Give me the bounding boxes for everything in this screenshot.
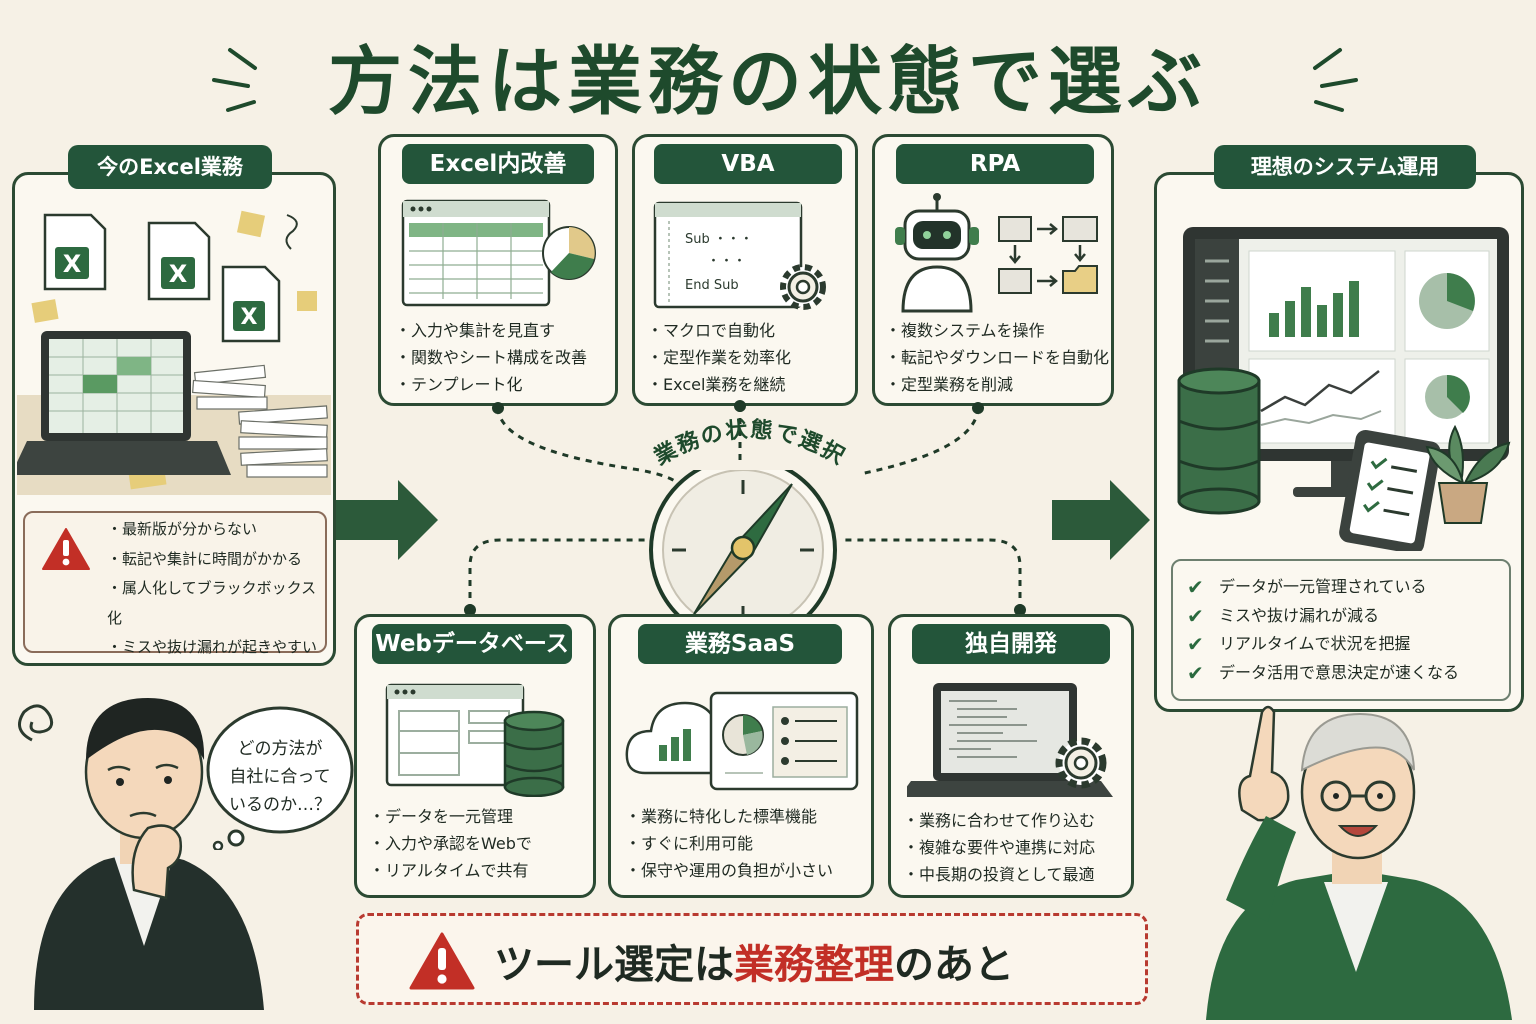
svg-text:X: X bbox=[169, 260, 188, 288]
svg-text:End Sub: End Sub bbox=[685, 278, 739, 293]
plant-icon bbox=[1425, 424, 1511, 524]
web-database-icon bbox=[385, 683, 565, 797]
conclusion-highlight: 業務整理 bbox=[734, 942, 894, 988]
compass-icon bbox=[649, 470, 837, 630]
messy-desk-illustration: X X X bbox=[17, 210, 331, 495]
gear-icon bbox=[1055, 737, 1107, 789]
svg-text:自社に合って: 自社に合って bbox=[229, 767, 330, 787]
svg-text:いるのか…？: いるのか…？ bbox=[229, 795, 331, 815]
option-label: VBA bbox=[654, 144, 842, 184]
benefit-item: データが一元管理されている bbox=[1187, 573, 1507, 602]
problem-item: ミスや抜け漏れが起きやすい bbox=[107, 633, 327, 663]
option-label: Webデータベース bbox=[372, 624, 572, 664]
option-bullets: 業務に合わせて作り込む 複雑な要件や連携に対応 中長期の投資として最適 bbox=[903, 807, 1133, 888]
problem-list: 最新版が分からない 転記や集計に時間がかかる 属人化してブラックボックス化 ミス… bbox=[107, 515, 327, 663]
svg-text:X: X bbox=[63, 250, 82, 278]
option-bullets: 複数システムを操作 転記やダウンロードを自動化 定型業務を削減 bbox=[885, 317, 1115, 398]
arrow-right-icon bbox=[336, 480, 438, 560]
current-label: 今のExcel業務 bbox=[68, 145, 272, 189]
option-bullets: データを一元管理 入力や承認をWebで リアルタイムで共有 bbox=[369, 803, 593, 884]
excel-file-icon: X bbox=[221, 265, 281, 343]
spreadsheet-icon bbox=[401, 199, 596, 307]
tablet-checklist-icon bbox=[1339, 429, 1441, 551]
problem-item: 最新版が分からない bbox=[107, 515, 327, 545]
saas-cloud-illustration bbox=[625, 691, 859, 791]
svg-text:業務の状態で選択: 業務の状態で選択 bbox=[650, 417, 850, 470]
advisor-person-illustration bbox=[1206, 705, 1512, 1020]
svg-text:どの方法が: どの方法が bbox=[238, 739, 323, 759]
robot-icon bbox=[895, 193, 979, 313]
thought-bubble: どの方法が 自社に合って いるのか…？ bbox=[206, 706, 354, 850]
option-label: 独自開発 bbox=[912, 624, 1110, 664]
database-icon bbox=[1177, 367, 1261, 515]
robot-flow-illustration bbox=[895, 193, 1098, 313]
spark-left-icon bbox=[212, 48, 257, 112]
worried-person-illustration bbox=[18, 698, 264, 1010]
connector-lines bbox=[464, 400, 1026, 616]
option-vba-card: Sub ・・・ ・・・ End Sub マクロで自動化 定型作業を効率化 Exc… bbox=[632, 134, 858, 406]
option-bullets: 業務に特化した標準機能 すぐに利用可能 保守や運用の負担が小さい bbox=[625, 803, 871, 884]
spark-right-icon bbox=[1313, 48, 1358, 112]
option-bullets: 入力や集計を見直す 関数やシート構成を改善 テンプレート化 bbox=[395, 317, 615, 398]
warning-icon bbox=[42, 528, 90, 570]
option-label: RPA bbox=[896, 144, 1094, 184]
excel-file-icon: X bbox=[43, 213, 107, 291]
current-excel-card: X X X bbox=[12, 172, 336, 666]
ideal-label: 理想のシステム運用 bbox=[1214, 145, 1476, 189]
conclusion-banner: ツール選定は業務整理のあと bbox=[356, 913, 1148, 1005]
benefit-item: ミスや抜け漏れが減る bbox=[1187, 602, 1507, 631]
confusion-swirl-icon bbox=[18, 704, 54, 742]
dashboard-illustration bbox=[1177, 227, 1511, 551]
option-bullets: マクロで自動化 定型作業を効率化 Excel業務を継続 bbox=[647, 317, 857, 398]
svg-text:・・・: ・・・ bbox=[707, 254, 746, 269]
hand-on-chin bbox=[131, 824, 182, 900]
problem-item: 転記や集計に時間がかかる bbox=[107, 545, 327, 575]
benefit-item: データ活用で意思決定が速くなる bbox=[1187, 659, 1507, 688]
raised-finger bbox=[1238, 705, 1290, 822]
problem-box: 最新版が分からない 転記や集計に時間がかかる 属人化してブラックボックス化 ミス… bbox=[23, 511, 327, 656]
arrow-right-icon bbox=[1052, 480, 1150, 560]
option-label: 業務SaaS bbox=[638, 624, 842, 664]
ideal-system-card: データが一元管理されている ミスや抜け漏れが減る リアルタイムで状況を把握 デー… bbox=[1154, 172, 1524, 712]
option-label: Excel内改善 bbox=[402, 144, 594, 184]
database-icon bbox=[503, 710, 565, 797]
page-title: 方法は業務の状態で選ぶ bbox=[328, 39, 1208, 125]
laptop-code-icon bbox=[907, 683, 1113, 797]
benefit-item: リアルタイムで状況を把握 bbox=[1187, 630, 1507, 659]
code-window-icon: Sub ・・・ ・・・ End Sub bbox=[653, 201, 826, 310]
warning-icon bbox=[409, 932, 475, 990]
svg-text:Sub ・・・: Sub ・・・ bbox=[685, 232, 753, 247]
conclusion-text: ツール選定は業務整理のあと bbox=[494, 942, 1014, 988]
svg-text:X: X bbox=[241, 305, 258, 330]
center-label-arc: 業務の状態で選択 bbox=[650, 417, 850, 470]
excel-file-icon: X bbox=[147, 221, 211, 301]
benefit-list: データが一元管理されている ミスや抜け漏れが減る リアルタイムで状況を把握 デー… bbox=[1187, 573, 1507, 687]
benefit-box: データが一元管理されている ミスや抜け漏れが減る リアルタイムで状況を把握 デー… bbox=[1171, 559, 1511, 701]
gear-icon bbox=[780, 264, 826, 310]
problem-item: 属人化してブラックボックス化 bbox=[107, 574, 327, 633]
